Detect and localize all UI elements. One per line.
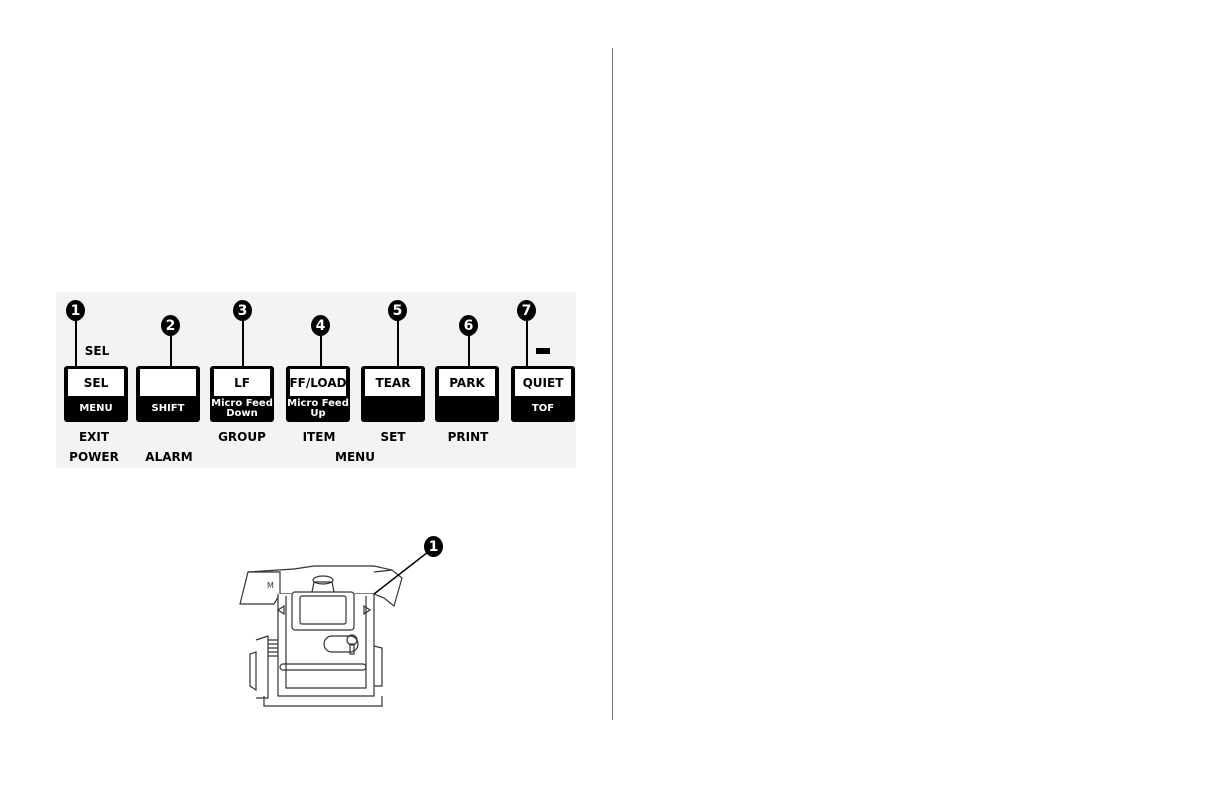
leader-line-1: [75, 320, 77, 366]
print-label: PRINT: [423, 430, 513, 444]
key-top-label: LF: [214, 369, 270, 396]
callout-7: 7: [517, 300, 536, 321]
leader-line-2: [170, 335, 172, 366]
leader-line-7: [526, 320, 528, 366]
key-bottom-label: TOF: [511, 398, 575, 420]
key-top-label: SEL: [68, 369, 124, 396]
key-bottom-label: SHIFT: [136, 398, 200, 420]
minus-indicator: [536, 348, 550, 354]
key-bottom-label: MENU: [64, 398, 128, 420]
sel-menu-key[interactable]: SEL MENU: [64, 366, 128, 422]
key-top-label: [140, 369, 196, 396]
cartridge-letter-label: M: [267, 581, 274, 590]
key-bottom-label: [435, 398, 499, 420]
shift-key[interactable]: SHIFT: [136, 366, 200, 422]
quiet-tof-key[interactable]: QUIET TOF: [511, 366, 575, 422]
leader-line-3: [242, 320, 244, 366]
callout-5: 5: [388, 300, 407, 321]
callout-1: 1: [66, 300, 85, 321]
alarm-label: ALARM: [124, 450, 214, 464]
key-bottom-label: Micro Feed Up: [286, 398, 350, 420]
page-divider: [612, 48, 613, 720]
callout-3: 3: [233, 300, 252, 321]
ribbon-cartridge-illustration: M: [234, 536, 454, 711]
callout-4: 4: [311, 315, 330, 336]
park-key[interactable]: PARK: [435, 366, 499, 422]
callout-2: 2: [161, 315, 180, 336]
tear-key[interactable]: TEAR: [361, 366, 425, 422]
menu-label: MENU: [310, 450, 400, 464]
key-bottom-label: Micro Feed Down: [210, 398, 274, 420]
leader-line-6: [468, 335, 470, 366]
key-top-label: QUIET: [515, 369, 571, 396]
key-top-label: FF/LOAD: [290, 369, 346, 396]
key-bottom-label: [361, 398, 425, 420]
sel-indicator-label: SEL: [52, 344, 142, 358]
leader-line-4: [320, 335, 322, 366]
callout-6: 6: [459, 315, 478, 336]
key-top-label: PARK: [439, 369, 495, 396]
lf-key[interactable]: LF Micro Feed Down: [210, 366, 274, 422]
leader-line-5: [397, 320, 399, 366]
ff-load-key[interactable]: FF/LOAD Micro Feed Up: [286, 366, 350, 422]
exit-label: EXIT: [49, 430, 139, 444]
key-top-label: TEAR: [365, 369, 421, 396]
